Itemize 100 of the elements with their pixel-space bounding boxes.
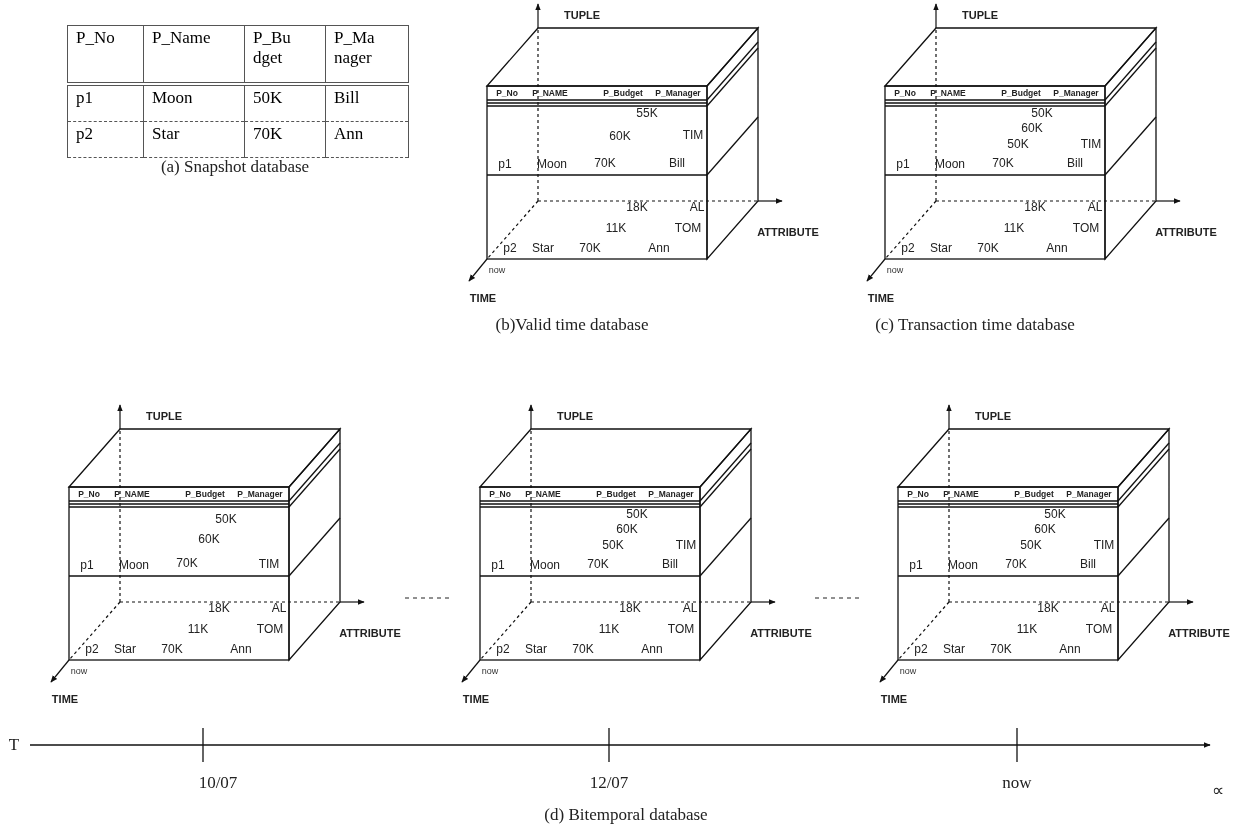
cell-value: AL	[689, 200, 705, 214]
axis-label: TIME	[469, 292, 497, 304]
cell-value: Ann	[230, 642, 252, 656]
cell-value: 60K	[1034, 522, 1056, 536]
cell-value: p1	[491, 558, 505, 572]
axis-label: TUPLE	[556, 410, 594, 422]
table-cell: p1	[67, 84, 144, 122]
column-header: P_Budget	[185, 489, 225, 499]
cell-value: 18K	[1024, 200, 1046, 214]
cell-value: 50K	[1020, 538, 1042, 552]
axis-label: ATTRIBUTE	[757, 226, 819, 238]
column-header: P_Manager	[1053, 88, 1099, 98]
axis-label: TIME	[51, 693, 79, 705]
caption: (d) Bitemporal database	[544, 805, 708, 825]
cell-value: p2	[496, 642, 510, 656]
axis-label: ATTRIBUTE	[339, 627, 401, 639]
table-cell: 70K	[244, 121, 326, 158]
tick-label: 10/07	[198, 773, 238, 793]
cell-value: 50K	[1044, 507, 1066, 521]
cell-value: 18K	[626, 200, 648, 214]
cell-value: Ann	[1059, 642, 1081, 656]
column-header: P_Name	[143, 25, 245, 84]
symbol-label: ∝	[1212, 779, 1224, 801]
cell-value: TIM	[1080, 137, 1102, 151]
cell-value: 11K	[605, 221, 627, 235]
column-header: P_No	[489, 489, 511, 499]
column-header: P_Manager	[237, 489, 283, 499]
cell-value: p2	[503, 241, 517, 255]
cell-value: 70K	[572, 642, 594, 656]
cell-value: 60K	[616, 522, 638, 536]
cell-value: Ann	[648, 241, 670, 255]
cell-value: TOM	[674, 221, 702, 235]
cell-value: 70K	[992, 156, 1014, 170]
cell-value: 11K	[187, 622, 209, 636]
column-header: P_NAME	[943, 489, 979, 499]
cell-value: Moon	[537, 157, 567, 171]
table-cell: Star	[143, 121, 245, 158]
caption: (c) Transaction time database	[875, 315, 1075, 335]
cell-value: 70K	[990, 642, 1012, 656]
axis-label: TUPLE	[145, 410, 183, 422]
cell-value: Star	[943, 642, 965, 656]
cell-value: TOM	[667, 622, 695, 636]
table-cell: Moon	[143, 84, 245, 122]
cell-value: 11K	[1016, 622, 1038, 636]
column-header: P_Budget	[244, 25, 326, 84]
axis-label: now	[481, 666, 499, 676]
axis-label: ATTRIBUTE	[1155, 226, 1217, 238]
tick-label: 12/07	[589, 773, 629, 793]
axis-label: now	[886, 265, 904, 275]
cell-value: 60K	[609, 129, 631, 143]
cell-value: Star	[532, 241, 554, 255]
cell-value: p1	[80, 558, 94, 572]
cell-value: AL	[1100, 601, 1116, 615]
column-header: P_Budget	[1014, 489, 1054, 499]
column-header: P_Budget	[603, 88, 643, 98]
table-cell: p2	[67, 121, 144, 158]
cell-value: Ann	[1046, 241, 1068, 255]
axis-label: ATTRIBUTE	[750, 627, 812, 639]
column-header: P_No	[496, 88, 518, 98]
axis-label: ATTRIBUTE	[1168, 627, 1230, 639]
cell-value: TIM	[682, 128, 704, 142]
cell-value: 70K	[594, 156, 616, 170]
cell-value: 70K	[579, 241, 601, 255]
cell-value: p1	[909, 558, 923, 572]
cell-value: 18K	[619, 601, 641, 615]
column-header: P_No	[907, 489, 929, 499]
column-header: P_Manager	[1066, 489, 1112, 499]
column-header: P_Manager	[648, 489, 694, 499]
cell-value: Moon	[530, 558, 560, 572]
axis-label: now	[899, 666, 917, 676]
cell-value: 60K	[1021, 121, 1043, 135]
cell-value: 60K	[198, 532, 220, 546]
cell-value: 70K	[977, 241, 999, 255]
column-header: P_Budget	[1001, 88, 1041, 98]
cell-value: 70K	[161, 642, 183, 656]
cell-value: Bill	[669, 156, 685, 170]
table-cell: 50K	[244, 84, 326, 122]
cell-value: Bill	[1067, 156, 1083, 170]
cell-value: 70K	[176, 556, 198, 570]
cell-value: Star	[525, 642, 547, 656]
cell-value: 18K	[208, 601, 230, 615]
tick-label: now	[1002, 773, 1032, 793]
cell-value: Moon	[948, 558, 978, 572]
axis-label: now	[70, 666, 88, 676]
axis-label: TUPLE	[974, 410, 1012, 422]
cell-value: TOM	[1085, 622, 1113, 636]
axis-label: TUPLE	[961, 9, 999, 21]
cell-value: TIM	[1093, 538, 1115, 552]
cell-value: 18K	[1037, 601, 1059, 615]
cell-value: 70K	[587, 557, 609, 571]
cell-value: Bill	[662, 557, 678, 571]
cell-value: p2	[85, 642, 99, 656]
table-cell: Bill	[325, 84, 409, 122]
cell-value: p1	[498, 157, 512, 171]
cell-value: AL	[1087, 200, 1103, 214]
cell-value: TIM	[675, 538, 697, 552]
cell-value: AL	[271, 601, 287, 615]
axis-label: TIME	[867, 292, 895, 304]
column-header: P_No	[67, 25, 144, 84]
caption: (a) Snapshot database	[160, 157, 310, 177]
